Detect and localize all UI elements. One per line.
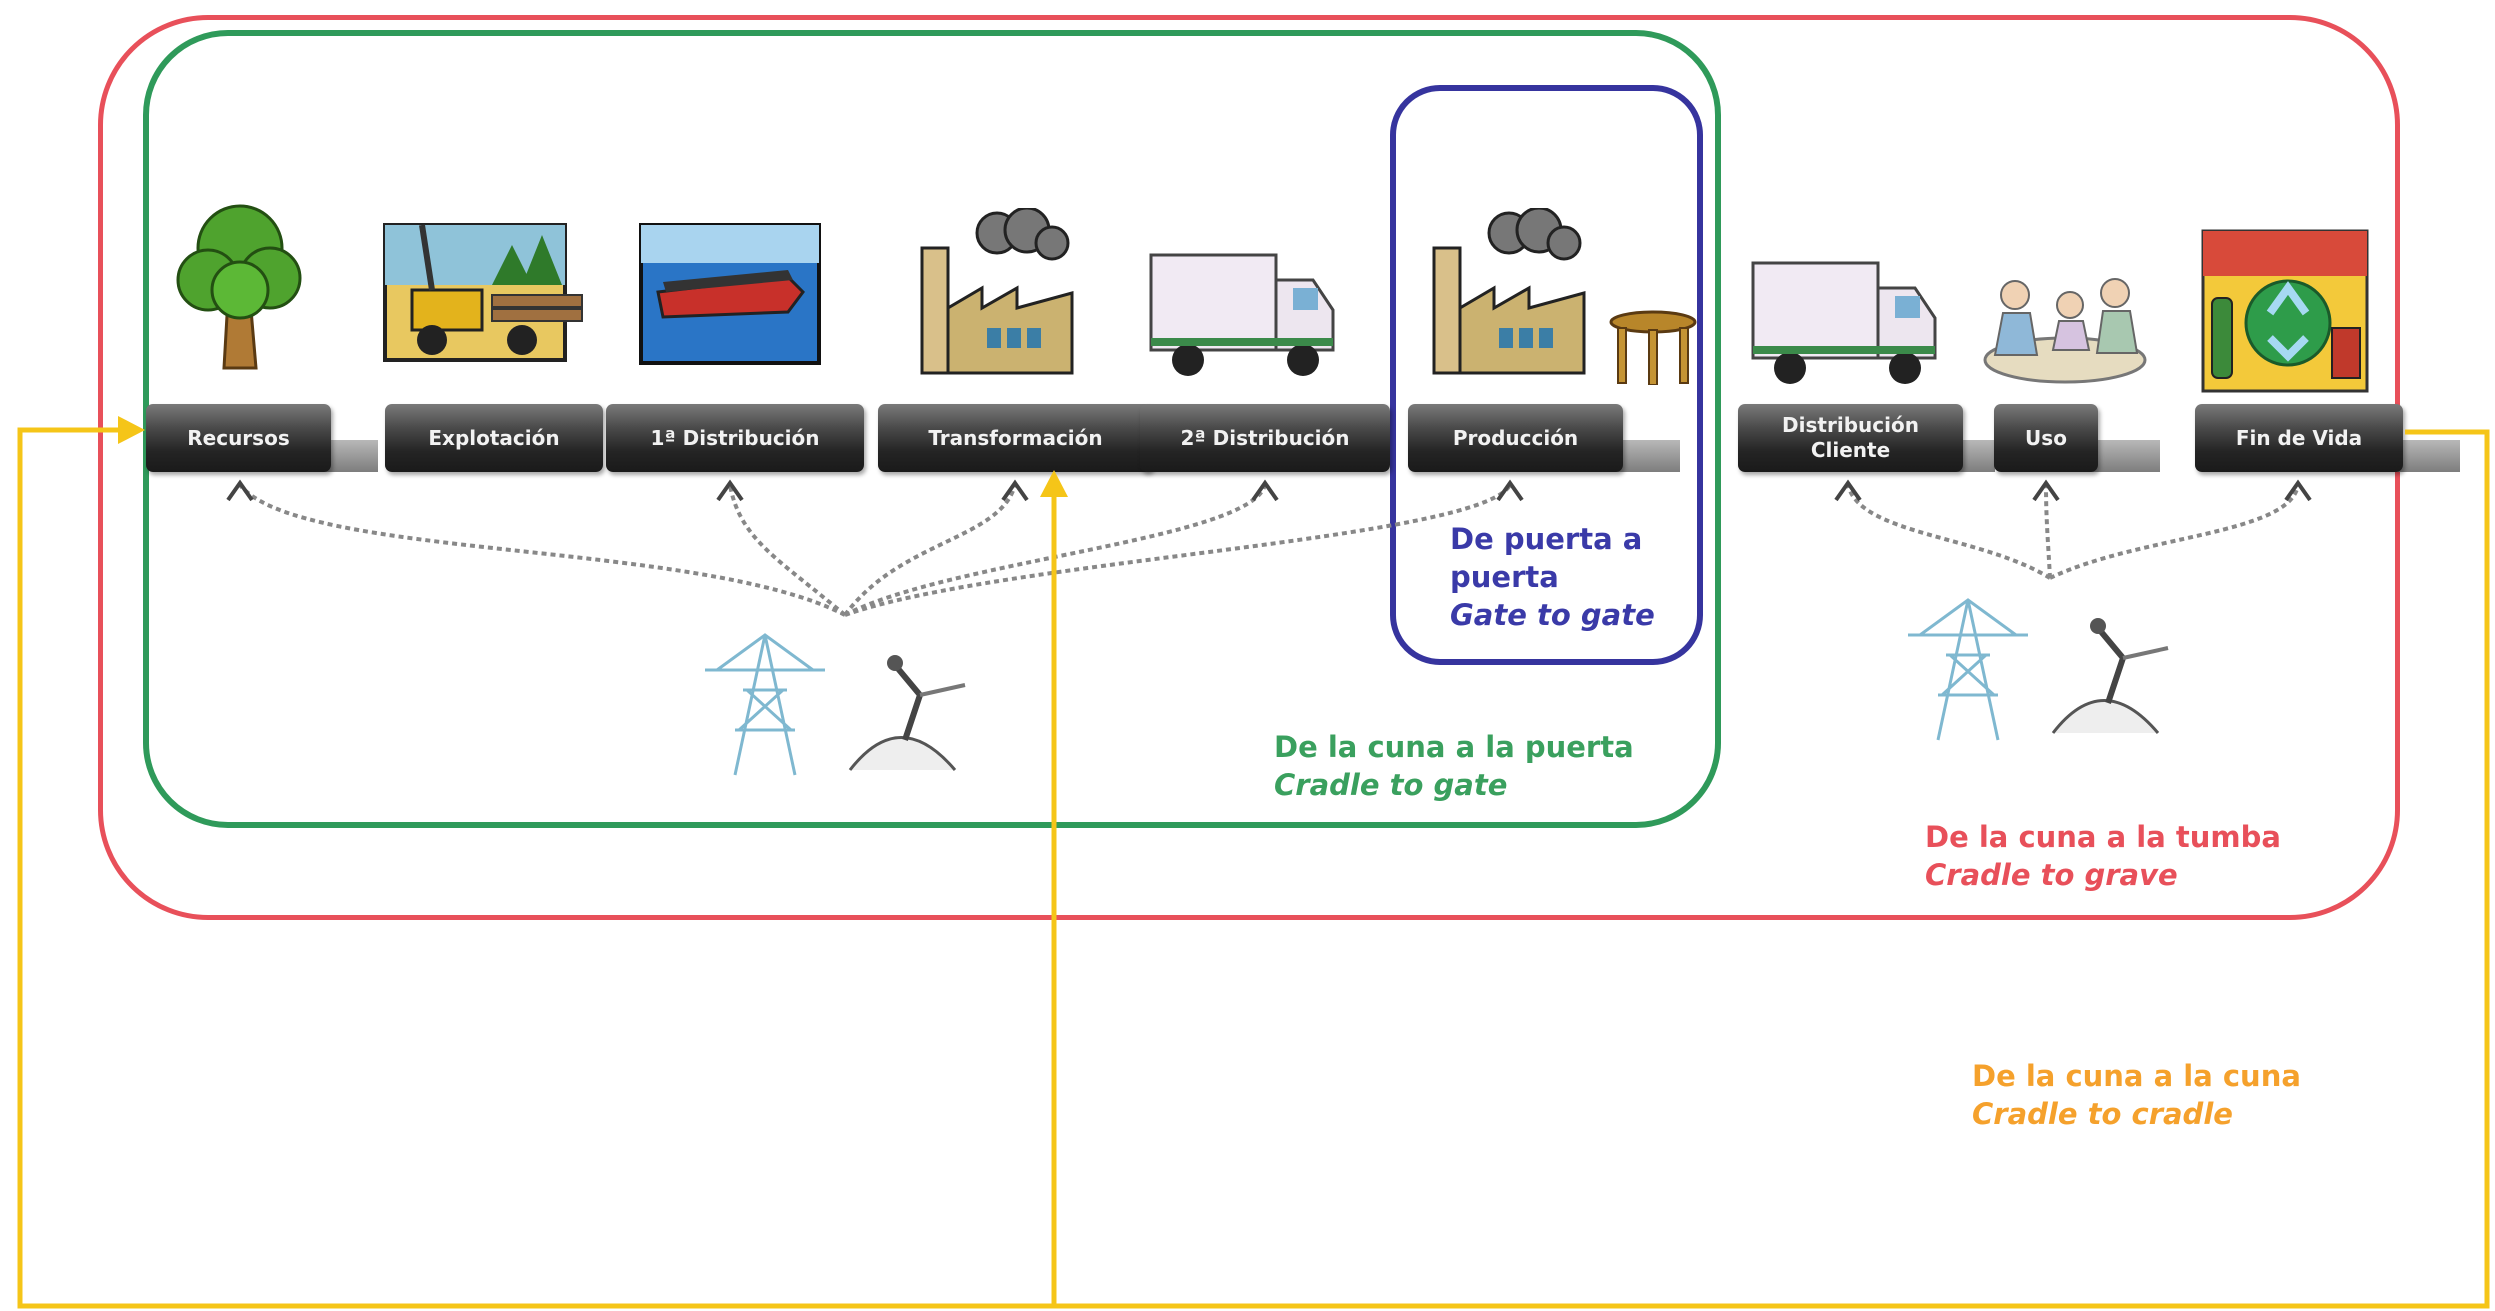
cradle-to-cradle-es: De la cuna a la cuna (1972, 1059, 2301, 1093)
loop-arrowhead-recursos (118, 416, 145, 444)
dotted-connector-fin-de-vida (2049, 484, 2300, 580)
stage-produccion: Producción (1408, 404, 1623, 472)
dotted-connector-primera-distribucion (728, 484, 847, 617)
stool-icon (1609, 310, 1697, 385)
stage-transformacion: Transformación (878, 404, 1153, 472)
cradle-to-grave-en: Cradle to grave (1925, 858, 2178, 892)
gate-to-gate-boundary (1390, 85, 1703, 665)
gate-to-gate-en: Gate to gate (1450, 598, 1655, 632)
cargo-ship-icon (639, 223, 821, 365)
oil-pump-icon (2051, 618, 2169, 734)
people-at-table-icon (1983, 278, 2147, 384)
gate-to-gate-es: De puerta a puerta (1450, 522, 1643, 594)
tree-icon (176, 204, 302, 370)
power-pylon-icon (1908, 598, 2028, 741)
dotted-connector-distribucion-cliente (1846, 484, 2052, 580)
arrowhead (2032, 479, 2060, 502)
cradle-to-gate-en: Cradle to gate (1274, 768, 1508, 802)
stage-distribucion-cliente: Distribución Cliente (1738, 404, 1963, 472)
cradle-to-cradle-loop-line (17, 427, 2490, 1309)
arrowhead (1496, 479, 1524, 502)
stage-segunda-distribucion: 2ª Distribución (1140, 404, 1390, 472)
cradle-to-grave-es: De la cuna a la tumba (1925, 820, 2281, 854)
dotted-connector-produccion (844, 483, 1512, 617)
dotted-connector-uso (2044, 484, 2052, 579)
arrowhead (2284, 479, 2312, 502)
arrowhead (716, 479, 744, 502)
truck-icon (1149, 253, 1335, 376)
arrowhead (1001, 479, 1029, 502)
stage-recursos: Recursos (146, 404, 331, 472)
logging-loader-icon (383, 223, 583, 362)
cradle-to-cradle-label: De la cuna a la cuna Cradle to cradle (1972, 1057, 2301, 1133)
stage-tail (2090, 440, 2160, 472)
cradle-to-grave-label: De la cuna a la tumba Cradle to grave (1925, 818, 2281, 894)
recycling-icon (2201, 229, 2369, 393)
truck-icon (1751, 261, 1937, 384)
arrowhead (1834, 479, 1862, 502)
stage-explotacion: Explotación (385, 404, 603, 472)
arrowhead (1251, 479, 1279, 502)
factory-icon (1432, 208, 1586, 375)
cradle-to-gate-es: De la cuna a la puerta (1274, 730, 1634, 764)
cradle-to-cradle-en: Cradle to cradle (1972, 1097, 2233, 1131)
stage-primera-distribucion: 1ª Distribución (606, 404, 864, 472)
dotted-connector-recursos (238, 483, 846, 617)
power-pylon-icon (705, 633, 825, 776)
dotted-connector-segunda-distribucion (844, 484, 1267, 617)
factory-icon (920, 208, 1074, 375)
loop-arrowhead-transformacion (1040, 470, 1068, 497)
oil-pump-icon (848, 655, 966, 771)
cradle-to-gate-label: De la cuna a la puerta Cradle to gate (1274, 728, 1634, 804)
arrowhead (226, 479, 254, 502)
stage-uso: Uso (1994, 404, 2098, 472)
stage-tail (2398, 440, 2460, 472)
dotted-connector-transformacion (843, 484, 1017, 617)
gate-to-gate-label: De puerta a puerta Gate to gate (1450, 520, 1680, 634)
stage-fin-de-vida: Fin de Vida (2195, 404, 2403, 472)
